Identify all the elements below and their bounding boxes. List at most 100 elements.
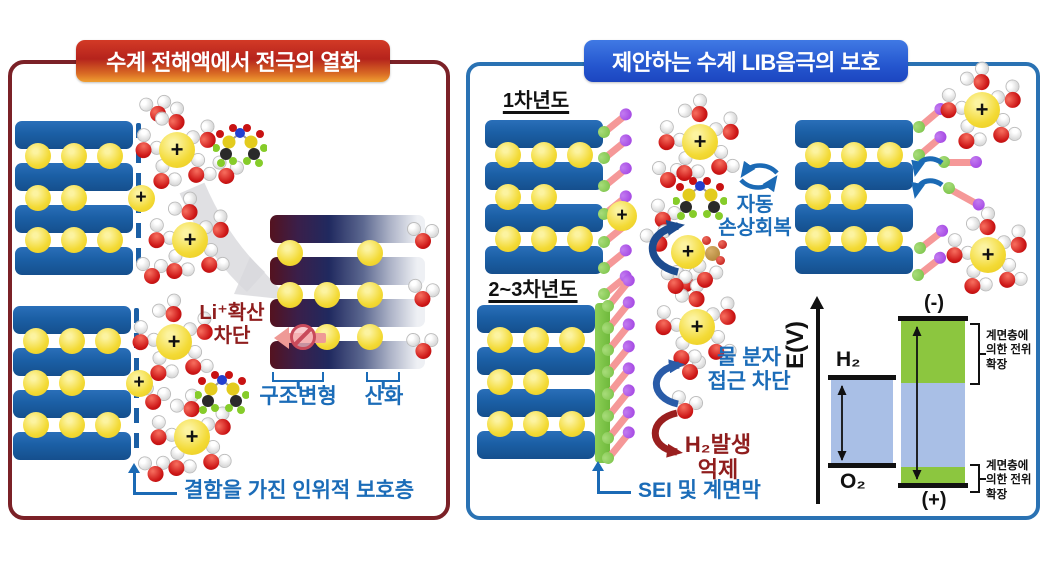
oxygen-atom bbox=[989, 123, 1013, 147]
oxidation-label: 산화 bbox=[364, 385, 404, 408]
oxygen-atom bbox=[165, 110, 189, 134]
intercalated-ion bbox=[357, 324, 383, 350]
intercalated-ion bbox=[531, 142, 557, 168]
oxygen-atom bbox=[682, 364, 698, 380]
oxygen-red-atom bbox=[716, 256, 725, 265]
intercalated-ion bbox=[559, 411, 585, 437]
top-extension-label: 계면층에 의한 전위 확장 bbox=[986, 329, 1032, 372]
intercalated-ion bbox=[805, 142, 831, 168]
water-block-line1: 물 분자 bbox=[717, 346, 781, 369]
negative-electrode-label: (-) bbox=[924, 292, 944, 314]
hydrogen-atom bbox=[408, 223, 420, 235]
degraded-slab bbox=[270, 215, 425, 243]
defect-layer-arrow-head bbox=[128, 463, 140, 473]
intercalated-ion bbox=[277, 240, 303, 266]
li-diffusion-block-line1: Li⁺확산 bbox=[199, 302, 265, 324]
oxygen-atom bbox=[144, 268, 160, 284]
h2-level-label: H₂ bbox=[836, 348, 861, 371]
lithium-ion: + bbox=[156, 324, 192, 360]
hydrogen-atom bbox=[155, 260, 167, 272]
right-panel-title: 제안하는 수계 LIB음극의 보호 bbox=[584, 40, 908, 82]
bottom-extension-line2: 의한 전위 bbox=[986, 474, 1032, 487]
water-molecule bbox=[406, 278, 440, 312]
oxygen-atom bbox=[716, 305, 740, 329]
lithium-ion: + bbox=[172, 222, 208, 258]
intercalated-ion bbox=[841, 226, 867, 252]
extended-window-top-fill bbox=[901, 321, 965, 383]
intercalated-ion bbox=[523, 327, 549, 353]
intercalated-ion bbox=[805, 184, 831, 210]
intercalated-ion bbox=[61, 143, 87, 169]
intercalated-ion bbox=[495, 142, 521, 168]
intercalated-ion bbox=[97, 143, 123, 169]
intercalated-ion bbox=[487, 411, 513, 437]
ligand-return-arrows bbox=[911, 156, 944, 199]
water-block-line2: 접근 차단 bbox=[707, 370, 791, 394]
oxygen-atom bbox=[199, 450, 223, 474]
intercalated-ion bbox=[25, 143, 51, 169]
intercalated-ion bbox=[841, 142, 867, 168]
recycle-arrows-icon bbox=[739, 160, 779, 193]
oxygen-atom bbox=[660, 172, 676, 188]
tfsi-anion-molecule bbox=[194, 369, 250, 420]
positive-electrode-label: (+) bbox=[921, 489, 947, 511]
electrode-year1 bbox=[485, 120, 603, 274]
intercalated-ion bbox=[314, 282, 340, 308]
h2-suppression-label: H₂발생 억제 bbox=[672, 432, 764, 483]
defect-layer-arrow-shaft bbox=[133, 472, 136, 494]
deformation-label: 구조변형 bbox=[259, 385, 337, 408]
hydrogen-atom bbox=[653, 162, 665, 174]
no-entry-icon bbox=[290, 324, 316, 350]
tfsi-anion-molecule bbox=[212, 122, 268, 173]
lithium-ion: + bbox=[964, 92, 1000, 128]
intercalated-ion bbox=[277, 282, 303, 308]
blocked-arrow-head bbox=[274, 327, 289, 349]
lithium-ion: + bbox=[970, 237, 1006, 273]
oxygen-red-atom bbox=[718, 240, 727, 249]
protected-window-blue-fill bbox=[901, 383, 965, 467]
lithium-ion: + bbox=[174, 419, 210, 455]
protected-top-line bbox=[898, 316, 968, 321]
h2-suppression-curved-arrow bbox=[651, 409, 683, 458]
oxygen-atom bbox=[149, 169, 173, 193]
top-extension-bracket bbox=[970, 323, 986, 385]
li-diffusion-block-label: Li⁺확산 차단 bbox=[180, 302, 284, 348]
protected-bottom-line bbox=[898, 483, 968, 488]
intercalated-ion bbox=[23, 328, 49, 354]
oxygen-atom bbox=[1007, 233, 1031, 257]
intercalated-ion bbox=[487, 327, 513, 353]
intercalated-ion bbox=[523, 411, 549, 437]
oxygen-atom bbox=[719, 120, 743, 144]
intercalated-ion bbox=[567, 226, 593, 252]
bottom-extension-line3: 확장 bbox=[986, 488, 1008, 501]
intercalated-ion bbox=[25, 185, 51, 211]
oxygen-atom bbox=[164, 456, 188, 480]
oxygen-atom bbox=[415, 233, 431, 249]
oxygen-atom bbox=[976, 215, 1000, 239]
oxygen-atom bbox=[162, 259, 186, 283]
sei-arrow-shaft bbox=[597, 470, 600, 493]
intercalated-ion bbox=[95, 328, 121, 354]
oxygen-atom bbox=[666, 277, 685, 295]
oxygen-atom bbox=[178, 200, 202, 224]
oxygen-atom bbox=[960, 274, 984, 298]
intercalated-ion bbox=[95, 412, 121, 438]
intercalated-ion bbox=[97, 227, 123, 253]
year2-3-label: 2~3차년도 bbox=[488, 279, 578, 301]
lithium-ion: + bbox=[127, 184, 155, 212]
sei-label: SEI 및 계면막 bbox=[638, 479, 761, 502]
sei-arrow-head bbox=[592, 461, 604, 471]
energy-axis-label: E(V) bbox=[782, 321, 809, 369]
auto-recovery-line2: 손상회복 bbox=[718, 217, 792, 239]
intercalated-ion bbox=[23, 412, 49, 438]
hydrogen-atom bbox=[426, 225, 438, 237]
water-molecule bbox=[408, 222, 438, 252]
lithium-ion: + bbox=[125, 369, 153, 397]
intercalated-ion bbox=[841, 184, 867, 210]
intercalated-ion bbox=[531, 184, 557, 210]
li-diffusion-block-line2: 차단 bbox=[213, 325, 251, 347]
defect-layer-arrow-line bbox=[133, 492, 177, 495]
water-molecule bbox=[137, 257, 167, 287]
bottom-extension-label: 계면층에 의한 전위 확장 bbox=[986, 459, 1032, 502]
